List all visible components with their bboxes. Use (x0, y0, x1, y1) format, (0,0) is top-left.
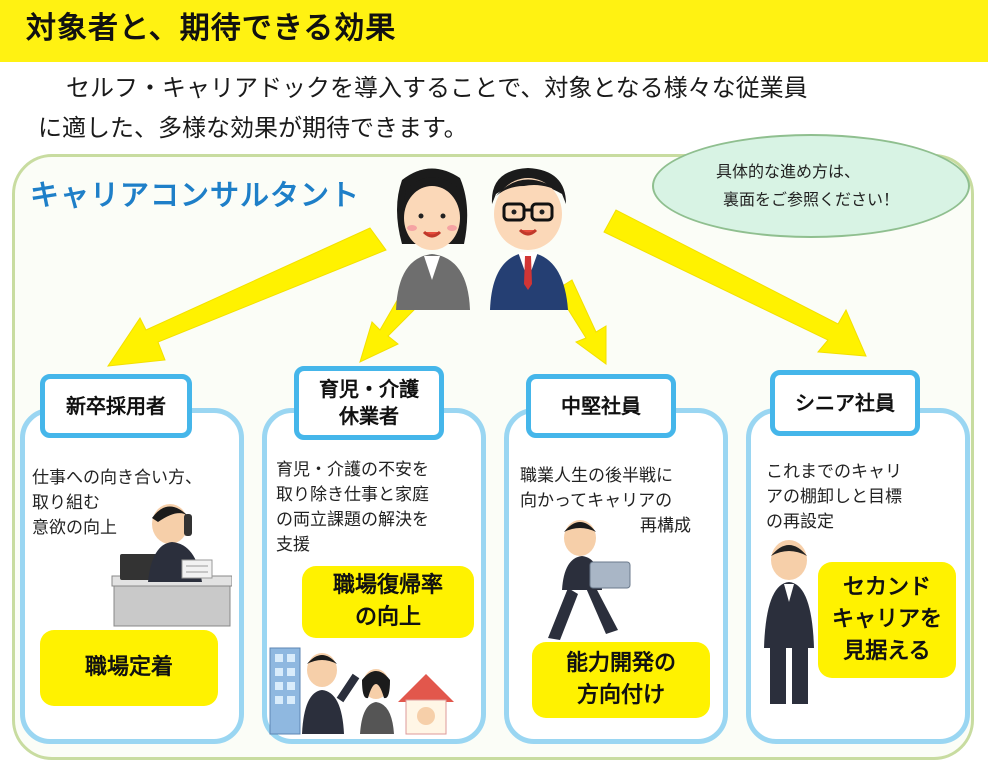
card-2-desc-line-2: 取り除き仕事と家庭 (276, 485, 429, 505)
intro-line-1: セルフ・キャリアドックを導入することで、対象となる様々な従業員 (66, 74, 808, 102)
card-1-title-line-1: 新卒採用者 (66, 393, 166, 418)
card-1-title: 新卒採用者 (40, 374, 192, 438)
card-1-desc-line-2: 取り組む (32, 493, 100, 513)
card-1-effect-line-1: 職場定着 (84, 655, 173, 680)
woman-consultant-icon (396, 168, 470, 310)
intro-paragraph: セルフ・キャリアドックを導入することで、対象となる様々な従業員 に適した、多様な… (38, 68, 978, 148)
card-2-effect-badge: 職場復帰率 の向上 (302, 566, 474, 638)
header-bar: 対象者と、期待できる効果 (0, 0, 988, 62)
card-1-effect-badge: 職場定着 (40, 630, 218, 706)
card-4-effect-line-1: セカンド (842, 575, 931, 600)
card-2-effect-line-1: 職場復帰率 (332, 573, 443, 598)
card-3-effect-badge: 能力開発の 方向付け (532, 642, 710, 718)
card-2-desc-line-3: の両立課題の解決を (276, 510, 429, 530)
card-3-title: 中堅社員 (526, 374, 676, 438)
card-1-desc-line-1: 仕事への向き合い方、 (32, 468, 202, 488)
card-2-description: 育児・介護の不安を 取り除き仕事と家庭 の両立課題の解決を 支援 (276, 458, 429, 558)
card-2-title-line-2: 休業者 (339, 404, 399, 428)
card-2-desc-line-1: 育児・介護の不安を (276, 460, 429, 480)
intro-line-2: に適した、多様な効果が期待できます。 (38, 114, 468, 142)
arrow-to-card-1 (106, 227, 387, 367)
consultant-label: キャリアコンサルタント (30, 178, 361, 212)
bubble-line-1: 具体的な進め方は、 (715, 162, 860, 181)
card-3-desc-line-2: 向かってキャリアの (520, 491, 673, 511)
bubble-line-2: 裏面をご参照ください！ (722, 190, 899, 209)
card-4-effect-line-2: キャリアを (831, 607, 942, 632)
card-3-desc-line-3: 再構成 (640, 516, 691, 536)
card-4-effect-line-3: 見据える (843, 639, 931, 664)
workers-and-home-icon (269, 647, 454, 735)
card-1-desc-line-3: 意欲の向上 (32, 518, 117, 538)
card-4-description: これまでのキャリ アの棚卸しと目標 の再設定 (766, 460, 902, 535)
man-consultant-icon (490, 168, 568, 310)
card-3-title-line-1: 中堅社員 (561, 393, 641, 418)
arrow-to-card-3 (555, 279, 607, 365)
card-4-title-line-1: シニア社員 (795, 390, 895, 415)
card-2-title: 育児・介護 休業者 (294, 366, 444, 440)
consultants-illustration (396, 168, 568, 310)
card-3-effect-line-1: 能力開発の (565, 651, 676, 676)
card-3-description: 職業人生の後半戦に 向かってキャリアの 再構成 (520, 464, 691, 539)
arrow-to-card-4 (603, 209, 867, 357)
card-2-effect-line-2: の向上 (354, 605, 421, 630)
senior-businessman-icon (764, 540, 814, 704)
card-3-desc-line-1: 職業人生の後半戦に (520, 466, 673, 486)
running-businessman-laptop-icon (548, 520, 631, 640)
card-4-desc-line-2: アの棚卸しと目標 (766, 487, 902, 507)
card-3-effect-line-2: 方向付け (576, 683, 665, 708)
card-4-title: シニア社員 (770, 370, 920, 436)
card-4-desc-line-1: これまでのキャリ (766, 462, 902, 482)
card-4-effect-badge: セカンド キャリアを 見据える (818, 562, 956, 678)
card-2-desc-line-4: 支援 (276, 535, 310, 555)
reference-bubble: 具体的な進め方は、 裏面をご参照ください！ (652, 134, 970, 238)
card-1-description: 仕事への向き合い方、 取り組む 意欲の向上 (32, 466, 202, 541)
page-title: 対象者と、期待できる効果 (26, 11, 397, 46)
card-4-desc-line-3: の再設定 (766, 512, 834, 532)
card-2-title-line-1: 育児・介護 (319, 377, 419, 401)
office-worker-on-phone-icon (111, 504, 232, 627)
